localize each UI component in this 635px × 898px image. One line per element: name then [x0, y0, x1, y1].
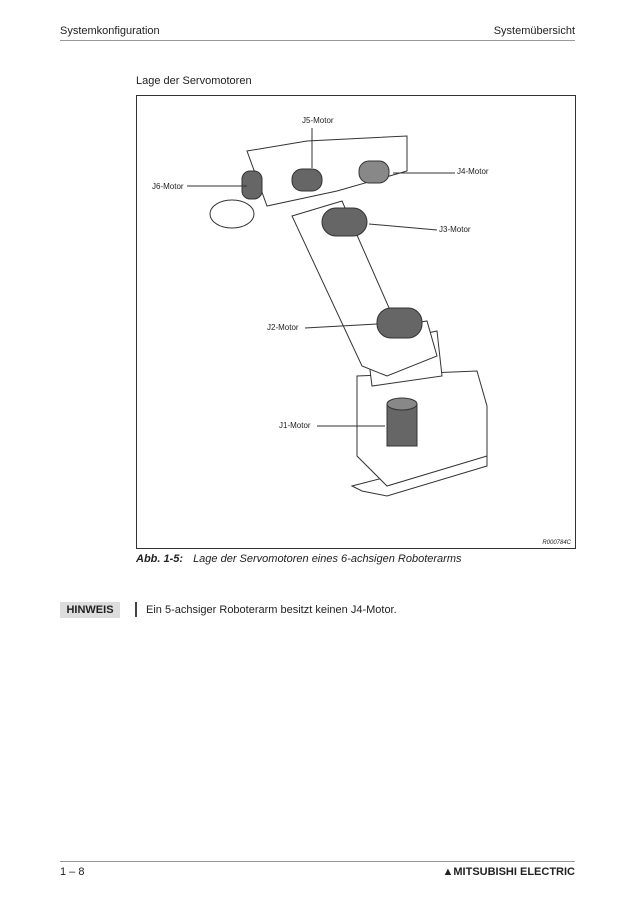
- header-rule: [60, 40, 575, 41]
- j4-motor-shape: [358, 160, 390, 184]
- section-title: Lage der Servomotoren: [136, 75, 252, 87]
- brand-logo: ▲MITSUBISHI ELECTRIC: [442, 866, 575, 878]
- label-j1-motor: J1-Motor: [279, 421, 311, 430]
- note-bar: [135, 602, 137, 617]
- j1-motor-shape: [386, 397, 418, 447]
- footer-rule: [60, 861, 575, 862]
- note-tag: HINWEIS: [60, 602, 120, 618]
- figure-code: R000784C: [542, 540, 571, 546]
- caption-text: Lage der Servomotoren eines 6-achsigen R…: [193, 553, 462, 565]
- j6-motor-shape: [241, 170, 263, 200]
- j5-motor-shape: [291, 168, 323, 192]
- caption-number: Abb. 1-5:: [136, 553, 184, 565]
- label-j3-motor: J3-Motor: [439, 225, 471, 234]
- robot-figure: J5-Motor J4-Motor J6-Motor J3-Motor J2-M…: [136, 95, 576, 549]
- header-left: Systemkonfiguration: [60, 25, 160, 37]
- page-number: 1 – 8: [60, 866, 85, 878]
- header-right: Systemübersicht: [493, 25, 575, 37]
- figure-caption: Abb. 1-5: Lage der Servomotoren eines 6-a…: [136, 553, 462, 565]
- robot-arm-drawing: [187, 128, 488, 497]
- j3-motor-shape: [321, 207, 368, 237]
- label-j4-motor: J4-Motor: [457, 167, 489, 176]
- j2-motor-shape: [376, 307, 423, 339]
- label-j5-motor: J5-Motor: [302, 116, 334, 125]
- mitsubishi-diamonds-icon: ▲: [442, 866, 454, 878]
- label-j6-motor: J6-Motor: [152, 182, 184, 191]
- label-j2-motor: J2-Motor: [267, 323, 299, 332]
- note-text: Ein 5-achsiger Roboterarm besitzt keinen…: [146, 604, 397, 616]
